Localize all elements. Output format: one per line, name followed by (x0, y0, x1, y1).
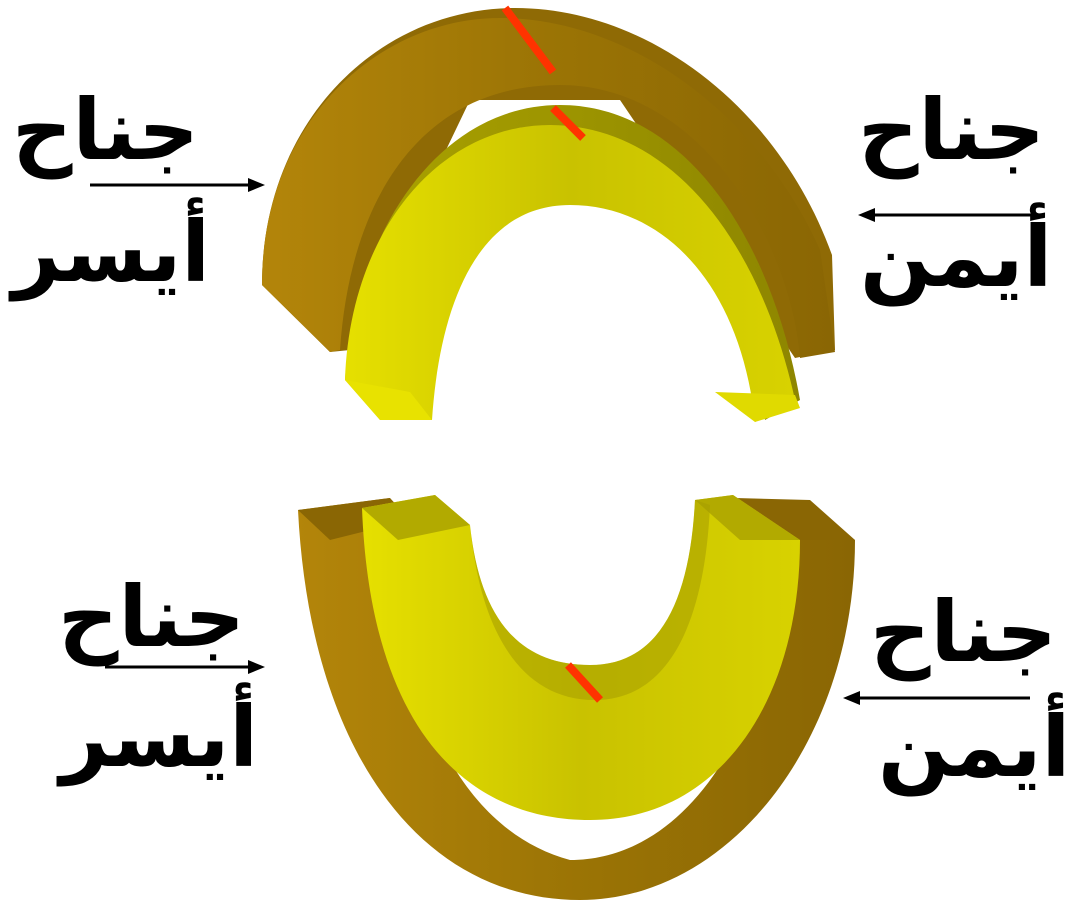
bottom-left-label-line1: جناح (58, 575, 245, 659)
top-right-label-line2: أيمن (860, 215, 1052, 299)
top-assembly (262, 8, 835, 422)
arrow-top-left (90, 178, 265, 192)
top-left-label-line1: جناح (12, 88, 199, 172)
bottom-right-label-line1: جناح (870, 590, 1057, 674)
top-left-label-line2: أيسر (12, 210, 210, 294)
bottom-assembly (298, 495, 855, 900)
bottom-right-label-line2: أيمن (878, 705, 1065, 789)
top-right-label-line1: جناح (858, 88, 1045, 172)
top-inner-ring-right-end (715, 392, 800, 422)
bottom-left-label-line2: أيسر (60, 695, 258, 779)
